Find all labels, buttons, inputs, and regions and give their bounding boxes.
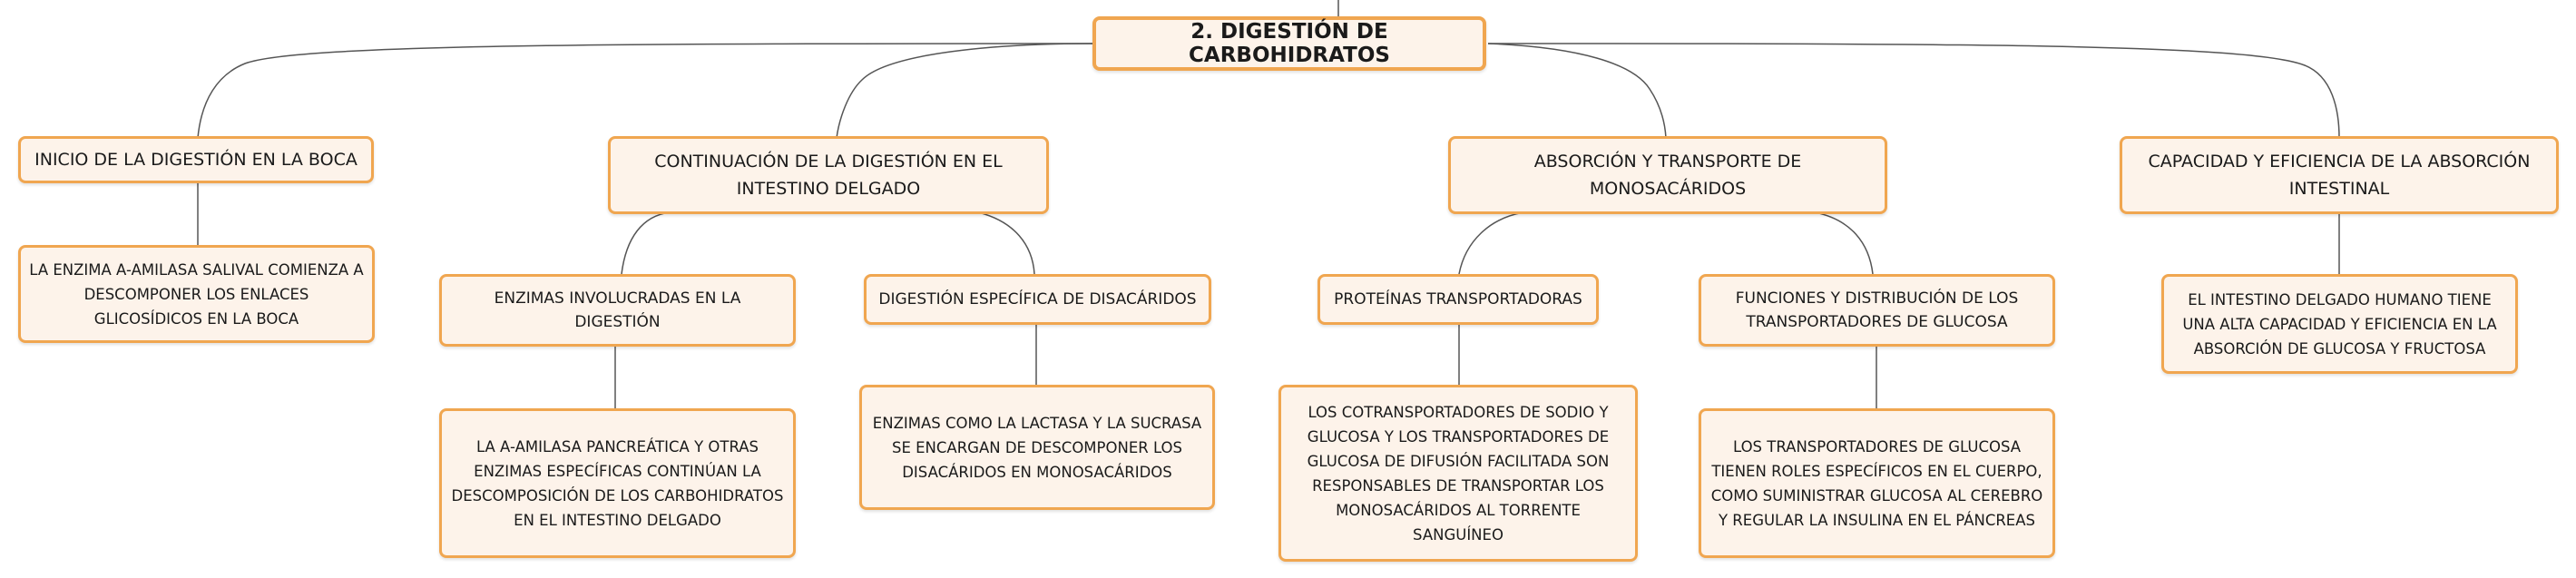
connector-intestino-disacaridos [977, 211, 1035, 275]
node-proteinas[interactable]: PROTEÍNAS TRANSPORTADORAS [1317, 274, 1599, 325]
connector-absorcion-proteinas [1458, 211, 1525, 275]
connector-root-boca [197, 43, 1094, 139]
detail-disacaridos[interactable]: ENZIMAS COMO LA LACTASA Y LA SUCRASA SE … [859, 385, 1215, 510]
branch-absorcion[interactable]: ABSORCIÓN Y TRANSPORTE DE MONOSACÁRIDOS [1448, 136, 1887, 214]
branch-capacidad[interactable]: CAPACIDAD Y EFICIENCIA DE LA ABSORCIÓN I… [2120, 136, 2559, 214]
detail-enzimas[interactable]: LA A-AMILASA PANCREÁTICA Y OTRAS ENZIMAS… [439, 408, 796, 558]
connector-absorcion-funciones [1814, 211, 1874, 275]
branch-boca[interactable]: INICIO DE LA DIGESTIÓN EN LA BOCA [18, 136, 374, 183]
detail-capacidad[interactable]: EL INTESTINO DELGADO HUMANO TIENE UNA AL… [2161, 274, 2518, 374]
node-funciones[interactable]: FUNCIONES Y DISTRIBUCIÓN DE LOS TRANSPOR… [1699, 274, 2055, 347]
branch-intestino[interactable]: CONTINUACIÓN DE LA DIGESTIÓN EN EL INTES… [608, 136, 1049, 214]
connector-root-capacidad [1487, 43, 2340, 139]
detail-proteinas[interactable]: LOS COTRANSPORTADORES DE SODIO Y GLUCOSA… [1278, 385, 1638, 562]
node-disacaridos[interactable]: DIGESTIÓN ESPECÍFICA DE DISACÁRIDOS [864, 274, 1211, 325]
connector-intestino-enzimas [621, 211, 671, 275]
detail-funciones[interactable]: LOS TRANSPORTADORES DE GLUCOSA TIENEN RO… [1699, 408, 2055, 558]
root-node[interactable]: 2. DIGESTIÓN DE CARBOHIDRATOS [1092, 16, 1486, 71]
detail-boca[interactable]: LA ENZIMA A-AMILASA SALIVAL COMIENZA A D… [18, 245, 375, 343]
connector-root-absorcion [1487, 43, 1667, 139]
connector-root-intestino [836, 43, 1094, 139]
node-enzimas[interactable]: ENZIMAS INVOLUCRADAS EN LA DIGESTIÓN [439, 274, 796, 347]
